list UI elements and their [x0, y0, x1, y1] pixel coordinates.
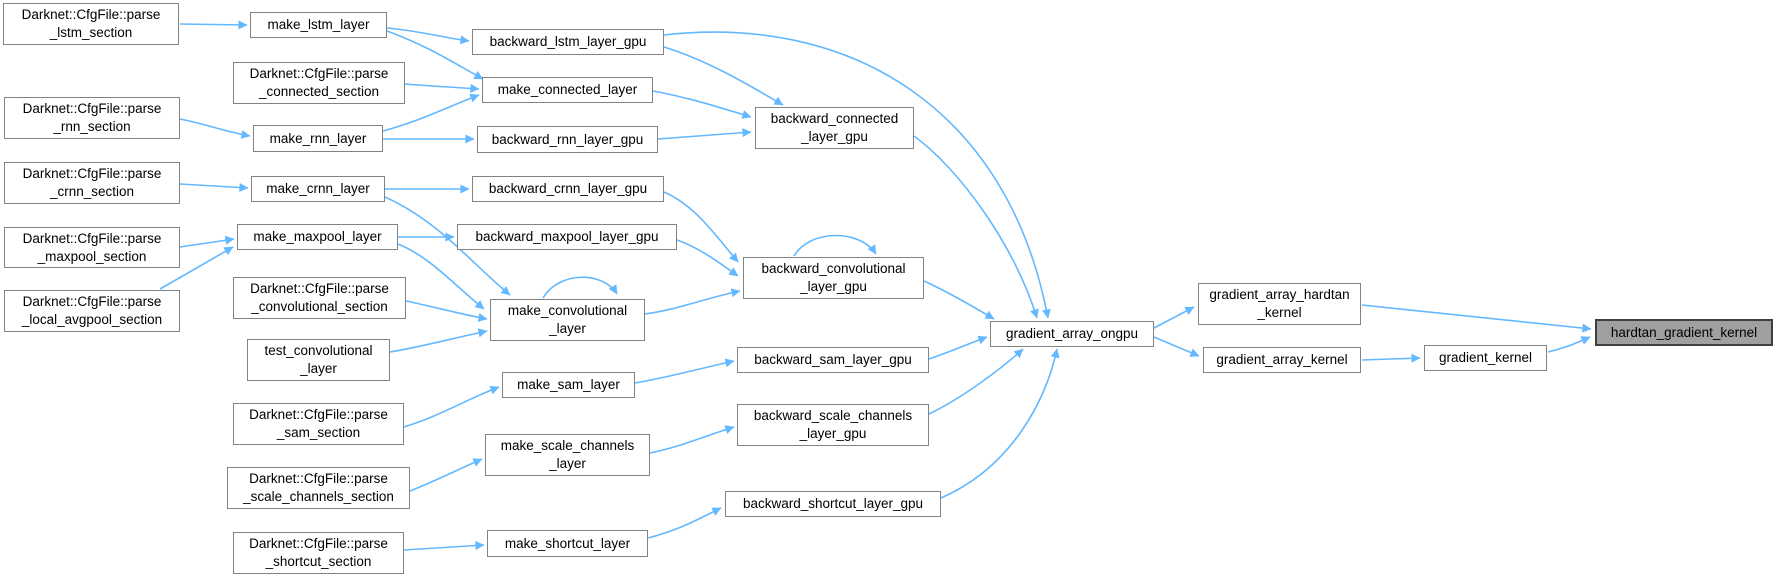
node-make_shortcut_layer[interactable]: make_shortcut_layer [487, 530, 648, 557]
node-gradient_array_hardtan_kernel[interactable]: gradient_array_hardtan _kernel [1198, 283, 1361, 325]
edge-parse_lstm_section-to-make_lstm_layer [179, 20, 248, 30]
edge-backward_shortcut_layer_gpu-to-gradient_array_ongpu [940, 348, 1060, 499]
edge-gradient_array_kernel-to-gradient_kernel [1361, 353, 1421, 363]
edge-make_crnn_layer-to-make_convolutional_layer [384, 196, 511, 296]
edge-backward_connected_layer_gpu-to-gradient_array_ongpu [913, 135, 1039, 319]
node-make_connected_layer[interactable]: make_connected_layer [482, 77, 653, 103]
node-gradient_kernel[interactable]: gradient_kernel [1424, 345, 1547, 371]
node-parse_rnn_section[interactable]: Darknet::CfgFile::parse _rnn_section [4, 97, 180, 139]
edge-backward_rnn_layer_gpu-to-backward_connected_layer_gpu [657, 128, 752, 140]
edge-parse_sam_section-to-make_sam_layer [403, 385, 500, 428]
edge-make_rnn_layer-to-make_connected_layer [382, 93, 480, 132]
node-parse_convolutional_section[interactable]: Darknet::CfgFile::parse _convolutional_s… [233, 277, 406, 319]
edge-parse_maxpool_section-to-make_maxpool_layer [179, 235, 235, 248]
node-make_convolutional_layer[interactable]: make_convolutional _layer [490, 299, 645, 341]
node-backward_shortcut_layer_gpu[interactable]: backward_shortcut_layer_gpu [725, 491, 941, 517]
node-make_rnn_layer[interactable]: make_rnn_layer [253, 125, 383, 152]
node-parse_connected_section[interactable]: Darknet::CfgFile::parse _connected_secti… [233, 62, 405, 104]
edge-backward_convolutional_layer_gpu-to-gradient_array_ongpu [923, 280, 995, 320]
edge-parse_crnn_section-to-make_crnn_layer [179, 183, 249, 192]
node-parse_crnn_section[interactable]: Darknet::CfgFile::parse _crnn_section [4, 162, 180, 204]
node-backward_sam_layer_gpu[interactable]: backward_sam_layer_gpu [737, 347, 929, 373]
node-backward_rnn_layer_gpu[interactable]: backward_rnn_layer_gpu [477, 126, 658, 153]
edge-test_convolutional_layer-to-make_convolutional_layer [389, 328, 488, 353]
node-hardtan_gradient_kernel: hardtan_gradient_kernel [1595, 319, 1773, 346]
edge-make_maxpool_layer-to-make_convolutional_layer [397, 243, 485, 310]
edge-parse_scale_channels_section-to-make_scale_channels_layer [409, 458, 483, 492]
edge-backward_maxpool_layer_gpu-to-backward_convolutional_layer_gpu [676, 239, 739, 277]
node-gradient_array_kernel[interactable]: gradient_array_kernel [1203, 347, 1361, 373]
edge-gradient_array_ongpu-to-gradient_array_hardtan_kernel [1153, 306, 1195, 329]
node-make_sam_layer[interactable]: make_sam_layer [502, 372, 635, 398]
node-backward_convolutional_layer_gpu[interactable]: backward_convolutional _layer_gpu [743, 257, 924, 299]
node-make_lstm_layer[interactable]: make_lstm_layer [250, 12, 387, 38]
edge-make_lstm_layer-to-make_connected_layer [386, 30, 484, 80]
node-backward_crnn_layer_gpu[interactable]: backward_crnn_layer_gpu [472, 176, 664, 202]
edge-make_connected_layer-to-backward_connected_layer_gpu [652, 90, 752, 119]
node-parse_lstm_section[interactable]: Darknet::CfgFile::parse _lstm_section [3, 3, 179, 45]
edge-make_convolutional_layer-to-backward_convolutional_layer_gpu [644, 288, 741, 315]
node-test_convolutional_layer[interactable]: test_convolutional _layer [247, 339, 390, 381]
edge-parse_local_avgpool_section-to-make_maxpool_layer [159, 246, 234, 290]
edge-make_shortcut_layer-to-backward_shortcut_layer_gpu [647, 507, 722, 539]
edge-parse_convolutional_section-to-make_convolutional_layer [405, 300, 488, 322]
node-gradient_array_ongpu[interactable]: gradient_array_ongpu [990, 321, 1154, 347]
node-backward_maxpool_layer_gpu[interactable]: backward_maxpool_layer_gpu [457, 224, 677, 250]
edge-gradient_array_hardtan_kernel-to-hardtan_gradient_kernel [1361, 304, 1592, 333]
edge-backward_lstm_layer_gpu-to-backward_connected_layer_gpu [663, 46, 784, 106]
edge-gradient_array_ongpu-to-gradient_array_kernel [1153, 336, 1200, 357]
edge-gradient_kernel-to-hardtan_gradient_kernel [1547, 336, 1591, 353]
edge-parse_connected_section-to-make_connected_layer [404, 83, 480, 93]
edge-backward_scale_channels_layer_gpu-to-gradient_array_ongpu [928, 348, 1024, 415]
node-make_crnn_layer[interactable]: make_crnn_layer [251, 176, 385, 202]
edge-parse_shortcut_section-to-make_shortcut_layer [403, 541, 485, 551]
edge-backward_lstm_layer_gpu-to-gradient_array_ongpu [663, 31, 1051, 319]
node-backward_lstm_layer_gpu[interactable]: backward_lstm_layer_gpu [472, 29, 664, 55]
edge-make_sam_layer-to-backward_sam_layer_gpu [634, 358, 735, 384]
node-parse_scale_channels_section[interactable]: Darknet::CfgFile::parse _scale_channels_… [227, 467, 410, 509]
edge-make_scale_channels_layer-to-backward_scale_channels_layer_gpu [649, 425, 735, 454]
edge-parse_rnn_section-to-make_rnn_layer [179, 118, 251, 139]
edge-make_convolutional_layer-to-make_convolutional_layer-self [542, 276, 618, 299]
node-backward_scale_channels_layer_gpu[interactable]: backward_scale_channels _layer_gpu [737, 404, 929, 446]
node-parse_local_avgpool_section[interactable]: Darknet::CfgFile::parse _local_avgpool_s… [4, 290, 180, 332]
edge-backward_crnn_layer_gpu-to-backward_convolutional_layer_gpu [663, 191, 739, 263]
edge-backward_convolutional_layer_gpu-to-backward_convolutional_layer_gpu-self [793, 234, 877, 257]
node-backward_connected_layer_gpu[interactable]: backward_connected _layer_gpu [755, 107, 914, 149]
node-make_maxpool_layer[interactable]: make_maxpool_layer [237, 224, 398, 250]
node-parse_maxpool_section[interactable]: Darknet::CfgFile::parse _maxpool_section [4, 227, 180, 268]
node-parse_shortcut_section[interactable]: Darknet::CfgFile::parse _shortcut_sectio… [233, 532, 404, 574]
edge-make_lstm_layer-to-backward_lstm_layer_gpu [386, 27, 470, 45]
edge-backward_sam_layer_gpu-to-gradient_array_ongpu [928, 335, 988, 360]
node-make_scale_channels_layer[interactable]: make_scale_channels _layer [485, 434, 650, 476]
node-parse_sam_section[interactable]: Darknet::CfgFile::parse _sam_section [233, 403, 404, 445]
